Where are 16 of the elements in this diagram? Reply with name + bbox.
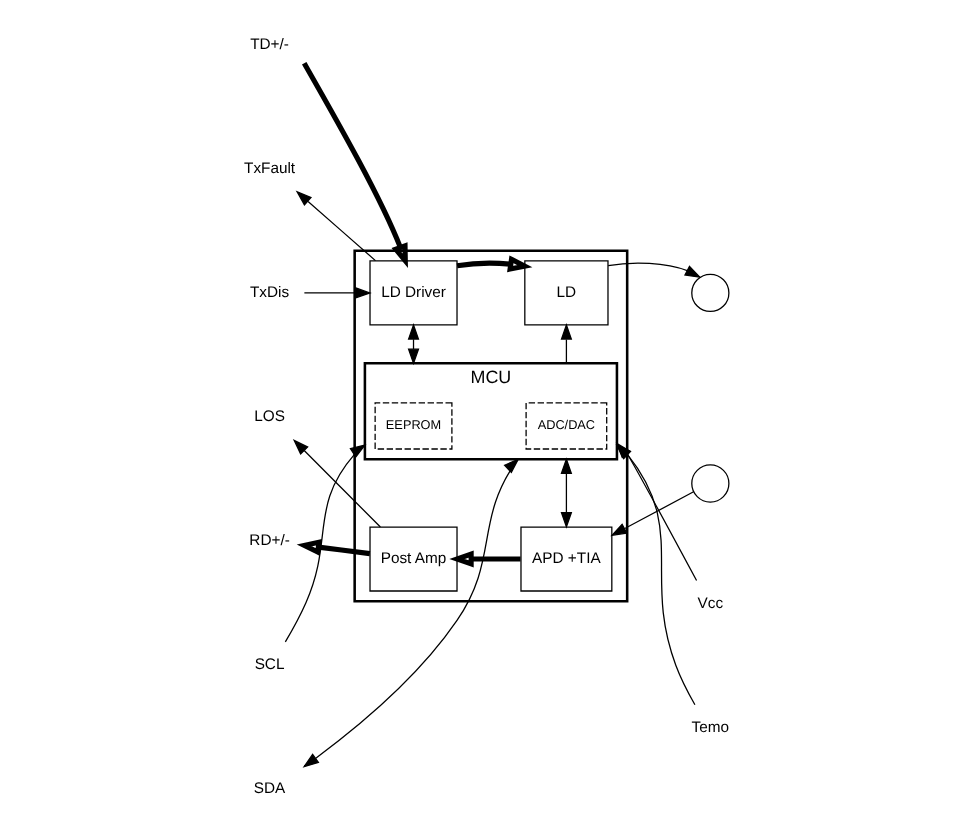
node-circle [690, 464, 729, 503]
arrow [448, 550, 520, 568]
arrow [301, 457, 519, 768]
arrow [300, 61, 407, 269]
arrow [295, 538, 370, 557]
arrow [559, 323, 572, 364]
arrow [455, 255, 532, 273]
arrow [559, 457, 572, 529]
arrow [283, 444, 366, 643]
node-circle [690, 273, 729, 313]
arrow [302, 287, 371, 299]
arrow [609, 491, 694, 537]
arrow [406, 323, 419, 366]
arrow [294, 190, 376, 262]
arrow [606, 262, 701, 279]
arrow [291, 439, 381, 528]
